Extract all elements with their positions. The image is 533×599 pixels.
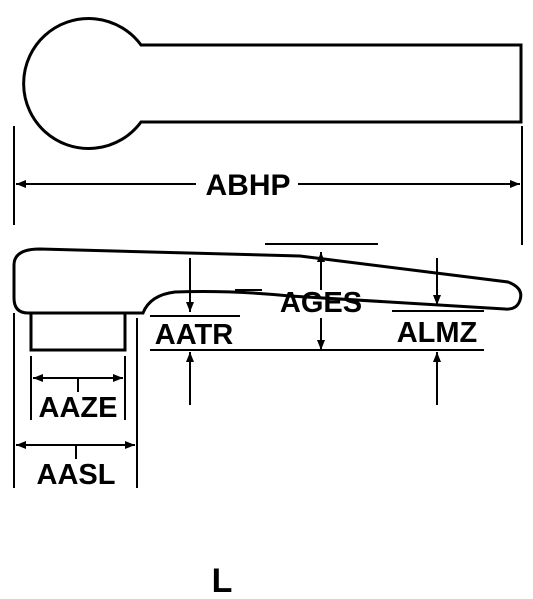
view-letter: L xyxy=(212,562,233,599)
tip-height-label: ALMZ xyxy=(397,317,478,349)
overall-length-label: ABHP xyxy=(205,169,290,202)
offset-label: AATR xyxy=(155,319,233,351)
side-view-outline xyxy=(12,247,523,315)
collar-block xyxy=(29,311,127,352)
collar-width-label: AAZE xyxy=(39,392,118,424)
height-label: AGES xyxy=(280,287,362,319)
top-view-outline xyxy=(22,17,523,150)
base-width-label: AASL xyxy=(37,459,116,491)
